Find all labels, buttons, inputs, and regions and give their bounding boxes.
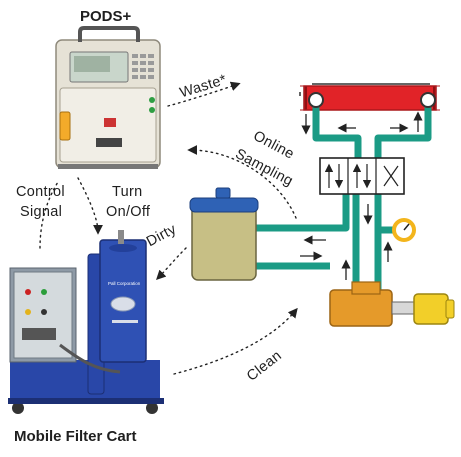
pipe-elbows: [308, 92, 436, 108]
control-signal-arc: [39, 181, 59, 249]
online-sampling-arc: [187, 145, 297, 219]
pods-title: PODS+: [80, 8, 132, 25]
cart-brand-label: Pall Corporation: [108, 281, 141, 286]
cart-title: Mobile Filter Cart: [14, 428, 137, 445]
pipe-network: [246, 100, 432, 296]
pipe-flow-arrows: [300, 111, 423, 280]
signal-label: Signal: [20, 204, 63, 220]
control-label: Control: [16, 184, 65, 200]
directional-valve: [319, 157, 405, 195]
cooler-shape: [299, 83, 440, 111]
flow-arcs: [39, 81, 298, 375]
clean-arc: [173, 307, 298, 375]
onoff-label: On/Off: [106, 204, 151, 220]
turn-label: Turn: [112, 184, 143, 200]
pods-device-image: [55, 26, 161, 169]
dirty-arc: [156, 247, 187, 280]
reservoir-tank: [189, 187, 259, 281]
pump-motor: [329, 281, 455, 327]
waste-arc: [167, 81, 241, 107]
turn-onoff-arc: [77, 177, 103, 235]
filter-cart-image: [8, 230, 164, 414]
pressure-gauge: [392, 218, 416, 242]
